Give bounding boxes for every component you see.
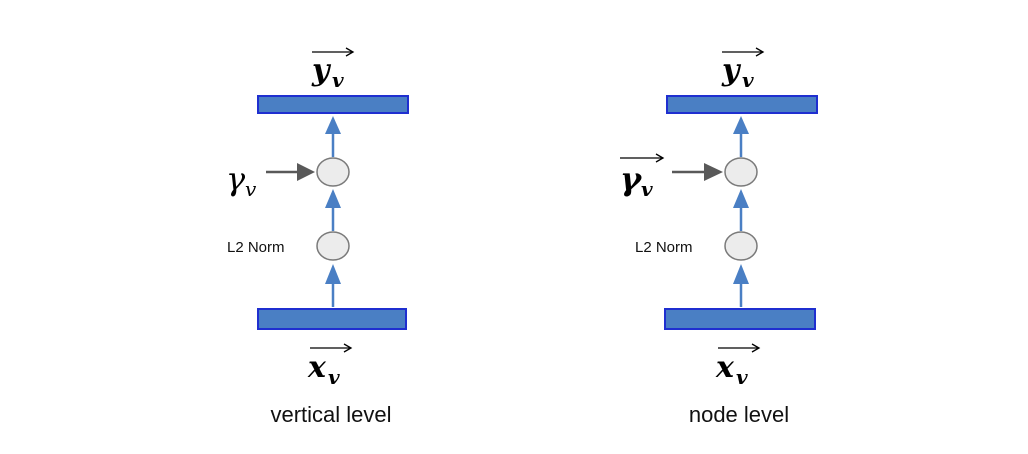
output-vector-label: y v [721, 47, 765, 92]
scale-subscript: v [641, 177, 653, 201]
output-vector-label: y v [311, 47, 355, 92]
scale-symbol: γ [620, 160, 643, 198]
output-layer-bar [666, 95, 818, 114]
scale-subscript: v [245, 177, 257, 201]
l2-norm-node [316, 231, 350, 261]
output-subscript: v [332, 68, 344, 92]
panel-node-level: y v γ v L2 Norm [620, 47, 818, 427]
scale-node [724, 157, 758, 187]
arrow-to-output [733, 116, 749, 157]
arrow-norm-to-scale [733, 189, 749, 231]
input-vector-label: x v [307, 343, 353, 389]
input-subscript: v [328, 365, 340, 389]
panel-caption: node level [689, 402, 789, 427]
input-subscript: v [736, 365, 748, 389]
input-vector-label: x v [715, 343, 761, 389]
vector-arrowhead [655, 153, 665, 163]
l2-norm-node [724, 231, 758, 261]
input-symbol: x [307, 350, 327, 385]
output-layer-bar [257, 95, 409, 114]
l2-norm-label: L2 Norm [635, 239, 693, 256]
vector-arrowhead [755, 47, 765, 57]
input-layer-bar [257, 308, 407, 330]
scale-label: γ v [620, 153, 665, 201]
arrow-norm-to-scale [325, 189, 341, 231]
scale-arrow [266, 163, 315, 181]
input-layer-bar [664, 308, 816, 330]
scale-arrow [672, 163, 723, 181]
output-symbol: y [721, 53, 742, 88]
panel-vertical-level: y v γ v L2 Norm [226, 47, 409, 427]
input-symbol: x [715, 350, 735, 385]
output-subscript: v [742, 68, 754, 92]
scale-symbol: γ [226, 160, 246, 198]
l2-norm-label: L2 Norm [227, 239, 285, 256]
scale-label: γ v [226, 160, 257, 201]
arrow-input-to-norm [733, 264, 749, 307]
vector-arrowhead [343, 343, 353, 353]
vector-arrowhead [345, 47, 355, 57]
vector-arrowhead [751, 343, 761, 353]
panel-caption: vertical level [270, 402, 391, 427]
output-symbol: y [311, 53, 332, 88]
arrow-input-to-norm [325, 264, 341, 307]
scale-node [316, 157, 350, 187]
arrow-to-output [325, 116, 341, 157]
